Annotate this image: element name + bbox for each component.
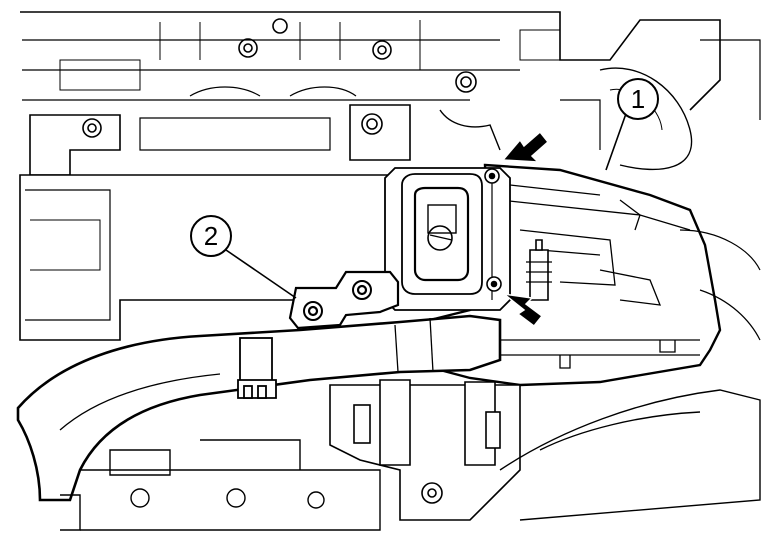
callout-2: 2 [190,215,297,299]
callout-circle-icon [190,215,232,257]
arrow-icon [501,292,544,328]
leader-line [605,107,629,171]
arrow-icon [501,130,550,163]
bracket [288,270,400,330]
lower-block [60,229,761,531]
engine-background [20,11,761,176]
leader-line [225,249,297,299]
flange [384,167,511,311]
callout-1-label: 1 [631,84,645,114]
flange-bolts [484,168,502,292]
callout-1: 1 [605,78,659,171]
pipe-details [59,317,434,431]
lower-engine [329,379,521,521]
pipe-clamp [237,337,277,399]
callout-2-label: 2 [204,221,218,251]
actuator [526,239,552,301]
callout-circle-icon [617,78,659,120]
intake-pipe [16,314,502,502]
